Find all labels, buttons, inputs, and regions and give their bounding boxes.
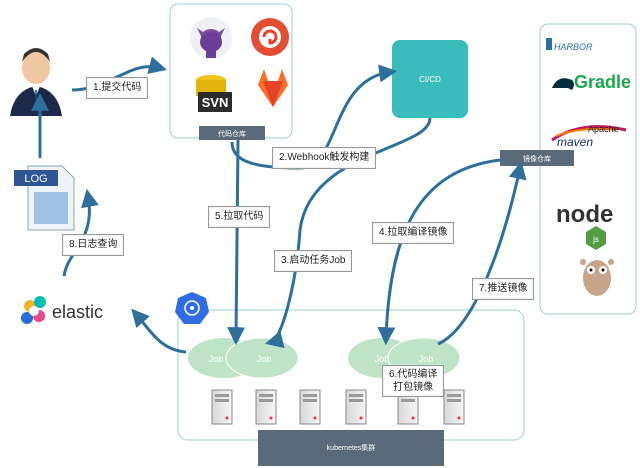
log-text: LOG bbox=[24, 173, 47, 185]
developer-icon bbox=[10, 48, 62, 116]
step-8-label: 8.日志查询 bbox=[62, 234, 125, 256]
server-icon bbox=[345, 389, 367, 425]
elastic-text: elastic bbox=[52, 302, 103, 322]
elastic-logo: elastic bbox=[21, 296, 103, 324]
job-label: Job bbox=[419, 354, 434, 364]
js-text: js bbox=[592, 235, 599, 244]
gocd-icon bbox=[251, 18, 289, 56]
server-icon bbox=[211, 389, 233, 425]
step-5-label: 5.拉取代码 bbox=[208, 206, 271, 228]
job-2: Job bbox=[225, 337, 299, 379]
server-icon bbox=[255, 389, 277, 425]
step-6-line-2: 打包镜像 bbox=[393, 382, 434, 393]
server-icon bbox=[443, 389, 465, 425]
cicd-box bbox=[392, 40, 468, 118]
step-2-label: 2.Webhook触发构建 bbox=[272, 147, 377, 169]
nodejs-icon: node js bbox=[556, 201, 613, 250]
cluster-bar bbox=[258, 430, 444, 466]
gradle-text: Gradle bbox=[574, 72, 631, 92]
gitlab-icon bbox=[258, 69, 288, 107]
cicd-label: CI/CD bbox=[419, 75, 441, 84]
kubernetes-icon bbox=[175, 292, 209, 324]
gopher-icon bbox=[580, 259, 614, 296]
step-1-label: 1.提交代码 bbox=[86, 77, 149, 99]
maven-icon: Apache maven bbox=[551, 124, 627, 149]
server-row bbox=[211, 389, 465, 425]
code-repo-label: 代码仓库 bbox=[218, 129, 246, 138]
image-repo-label: 镜像仓库 bbox=[523, 154, 551, 163]
step-6-label: 6.代码编译 打包镜像 bbox=[382, 365, 445, 397]
step-3-label: 3.启动任务Job bbox=[274, 250, 353, 272]
image-repo-panel bbox=[539, 23, 637, 315]
cluster-label: kubernetes集群 bbox=[327, 443, 376, 452]
job-label: Job bbox=[375, 354, 390, 364]
step-6-line-1: 6.代码编译 bbox=[389, 369, 438, 380]
svn-text: SVN bbox=[202, 95, 229, 110]
github-icon bbox=[190, 17, 232, 59]
svn-icon: SVN bbox=[196, 75, 232, 112]
gradle-icon: Gradle bbox=[552, 72, 631, 92]
log-document-icon: LOG bbox=[14, 165, 75, 231]
harbor-icon: HARBOR bbox=[546, 38, 593, 52]
harbor-text: HARBOR bbox=[554, 42, 593, 52]
node-text: node bbox=[556, 201, 613, 228]
maven-text: maven bbox=[557, 135, 593, 149]
job-label: Job bbox=[257, 354, 272, 364]
apache-text: Apache bbox=[588, 124, 619, 134]
server-icon bbox=[299, 389, 321, 425]
job-label: Job bbox=[209, 354, 224, 364]
step-7-label: 7.推送镜像 bbox=[472, 278, 535, 300]
step-4-label: 4.拉取编译镜像 bbox=[372, 222, 455, 244]
